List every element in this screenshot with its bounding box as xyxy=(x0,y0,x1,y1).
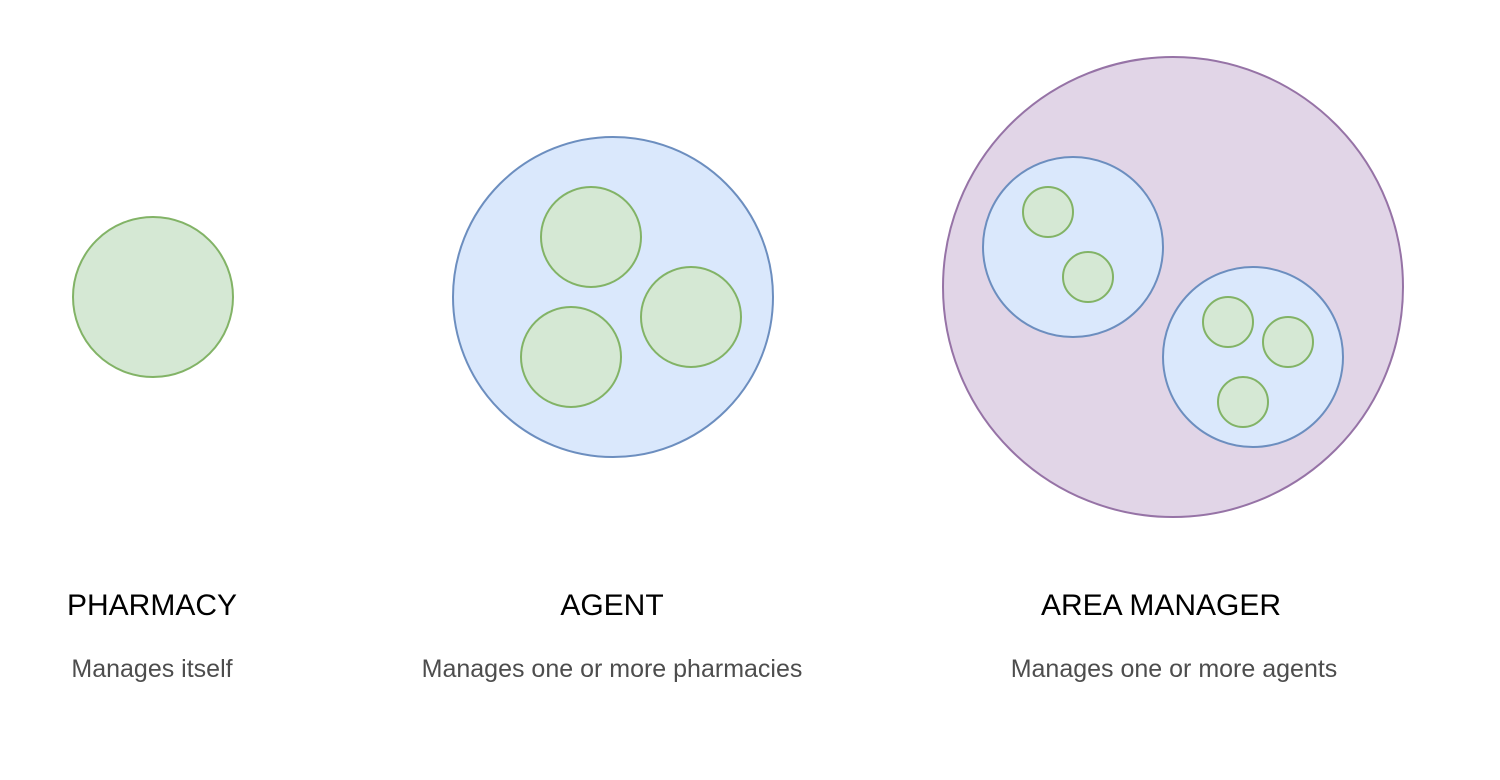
area-agent-2-pharmacy-circle-1 xyxy=(1202,296,1254,348)
pharmacy-group xyxy=(72,216,234,378)
agent-pharmacy-circle-1 xyxy=(540,186,642,288)
agent-pharmacy-circle-3 xyxy=(520,306,622,408)
area-agent-2-pharmacy-circle-2 xyxy=(1262,316,1314,368)
area-manager-group xyxy=(942,56,1404,518)
area-agent-2-pharmacy-circle-3 xyxy=(1217,376,1269,428)
agent-title: AGENT xyxy=(560,589,663,622)
pharmacy-circle xyxy=(72,216,234,378)
area-manager-description: Manages one or more agents xyxy=(1011,655,1338,683)
agent-group xyxy=(452,136,774,458)
area-manager-title: AREA MANAGER xyxy=(1041,589,1281,622)
area-agent-group-1 xyxy=(982,156,1164,338)
pharmacy-description: Manages itself xyxy=(71,655,232,683)
pharmacy-title: PHARMACY xyxy=(67,589,237,622)
agent-description: Manages one or more pharmacies xyxy=(422,655,803,683)
area-agent-1-pharmacy-circle-1 xyxy=(1022,186,1074,238)
area-agent-group-2 xyxy=(1162,266,1344,448)
area-agent-1-pharmacy-circle-2 xyxy=(1062,251,1114,303)
agent-pharmacy-circle-2 xyxy=(640,266,742,368)
area-agent-circle-1 xyxy=(982,156,1164,338)
